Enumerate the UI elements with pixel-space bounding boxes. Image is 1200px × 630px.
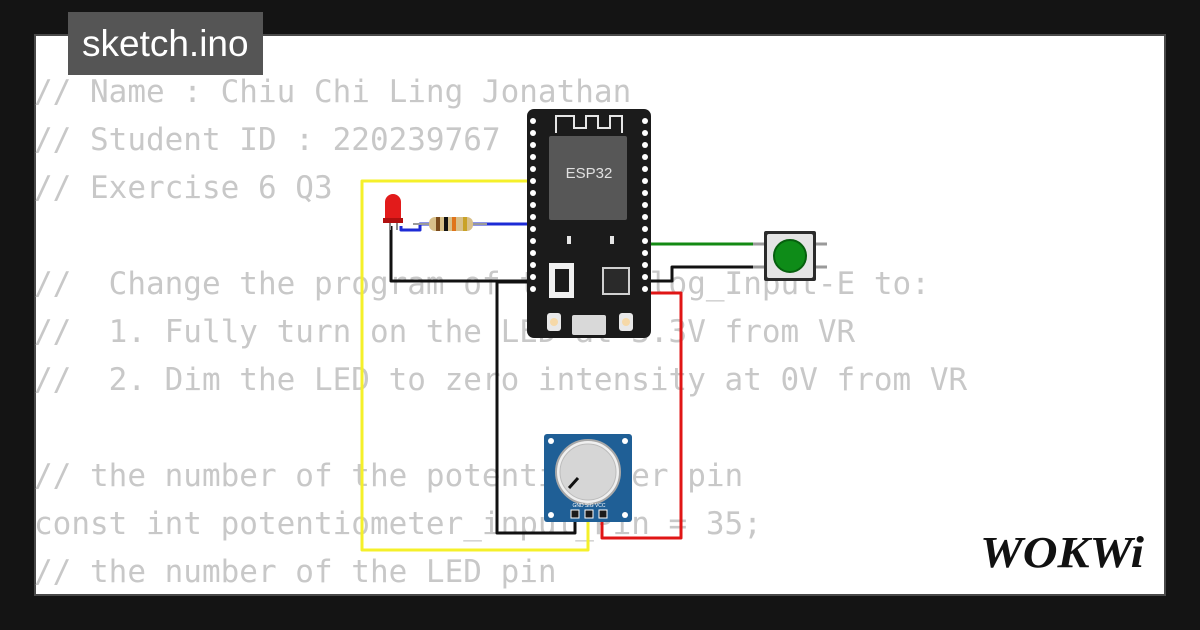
esp32-board[interactable]: ESP32	[527, 109, 651, 338]
code-line: // Exercise 6 Q3	[34, 170, 333, 206]
usb-port	[572, 315, 606, 335]
black-wire-pot[interactable]	[495, 280, 577, 535]
code-line: // the number of the LED pin	[34, 554, 557, 590]
code-line: // Student ID : 220239767	[34, 122, 501, 158]
code-editor: // Name : Chiu Chi Ling Jonathan // Stude…	[34, 68, 967, 596]
usb-chip	[602, 267, 630, 295]
brand-name: WOKWi	[980, 528, 1145, 577]
button-cap[interactable]	[773, 239, 807, 273]
black-wire-button[interactable]	[646, 265, 765, 283]
resistor-icon[interactable]	[413, 217, 487, 231]
pot-knob[interactable]	[559, 443, 617, 501]
code-line: // Name : Chiu Chi Ling Jonathan	[34, 74, 632, 110]
esp32-label: ESP32	[566, 165, 613, 182]
potentiometer-icon[interactable]: GND SIG VCC	[544, 434, 632, 522]
esp32-module	[549, 136, 627, 220]
led-icon[interactable]	[383, 194, 403, 230]
pushbutton-icon[interactable]	[753, 231, 827, 281]
file-tab[interactable]: sketch.ino	[68, 12, 263, 75]
pot-pin-labels: GND SIG VCC	[572, 503, 605, 509]
pot-indicator	[567, 476, 580, 490]
antenna-trace	[555, 115, 623, 133]
yellow-wire[interactable]	[360, 179, 590, 552]
red-wire[interactable]	[600, 291, 683, 540]
wokwi-logo: WOKWi	[980, 528, 1145, 577]
pin-header-right	[642, 118, 648, 292]
black-wire-led[interactable]	[389, 226, 533, 283]
pin-header-left	[530, 118, 536, 292]
code-line: // Change the program of the Analog_Inpu…	[34, 266, 930, 302]
wires	[360, 179, 765, 552]
